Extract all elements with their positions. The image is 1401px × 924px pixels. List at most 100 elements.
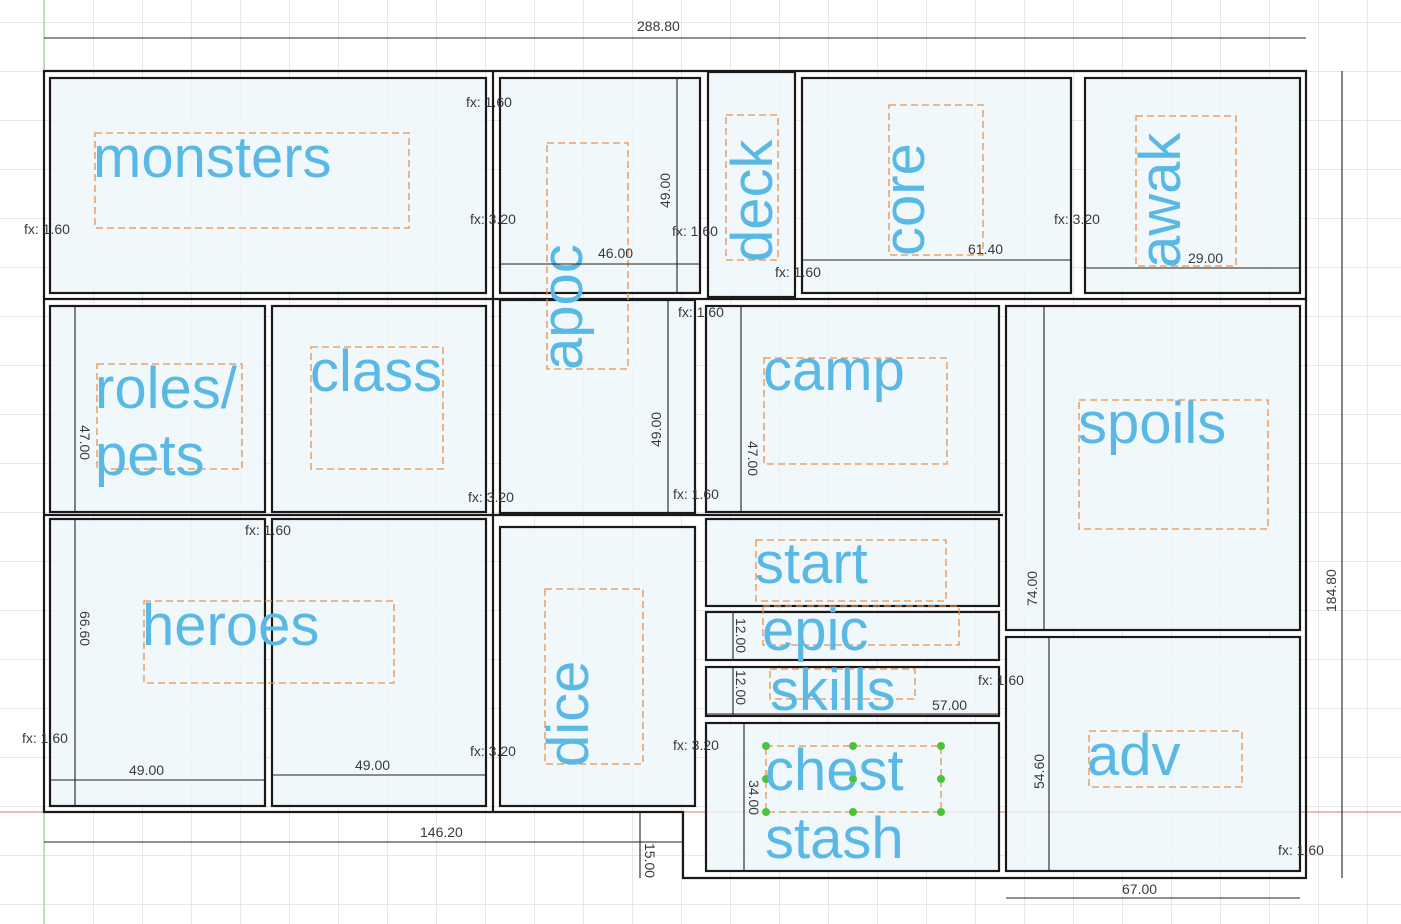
compartment-dice[interactable] — [498, 525, 697, 808]
text-box[interactable] — [1078, 399, 1269, 530]
constraint-label[interactable]: fx: 3.20 — [1054, 211, 1100, 227]
text-box[interactable] — [755, 539, 947, 602]
dimension[interactable]: 47.00 — [77, 425, 93, 460]
constraints: fx: 1.60 fx: 1.60 fx: 3.20 fx: 1.60 fx: … — [22, 94, 1324, 858]
constraint-label[interactable]: fx: 1.60 — [775, 264, 821, 280]
compartment-skills[interactable] — [704, 665, 1001, 718]
constraint-label[interactable]: fx: 1.60 — [978, 672, 1024, 688]
constraint-label[interactable]: fx: 1.60 — [24, 221, 70, 237]
label-apoc[interactable]: apoc — [530, 244, 595, 370]
dimension[interactable]: 12.00 — [733, 670, 749, 705]
label-roles[interactable]: roles/ — [95, 356, 238, 421]
handle-point[interactable] — [849, 742, 857, 750]
constraint-label[interactable]: fx: 1.60 — [672, 223, 718, 239]
handle-point[interactable] — [762, 775, 770, 783]
label-deck[interactable]: deck — [720, 138, 785, 262]
text-box[interactable] — [94, 132, 410, 229]
dimension[interactable]: 34.00 — [746, 780, 762, 815]
label-chest[interactable]: chest — [765, 738, 904, 803]
handle-point[interactable] — [937, 808, 945, 816]
text-box[interactable] — [763, 357, 948, 465]
compartment-spoils[interactable] — [1004, 304, 1302, 632]
label-dice[interactable]: dice — [536, 661, 601, 767]
compartment-apoc-bottom[interactable] — [498, 298, 697, 515]
text-box[interactable] — [769, 668, 916, 700]
dimension[interactable]: 61.40 — [968, 241, 1003, 257]
text-box[interactable] — [544, 588, 644, 765]
text-box[interactable] — [96, 363, 243, 470]
label-monsters[interactable]: monsters — [93, 125, 332, 190]
label-spoils[interactable]: spoils — [1078, 391, 1226, 456]
text-box[interactable] — [762, 605, 960, 646]
compartment-heroes-right[interactable] — [270, 517, 488, 808]
dimension[interactable]: 46.00 — [598, 245, 633, 261]
label-class[interactable]: class — [310, 339, 442, 404]
constraint-label[interactable]: fx: 1.60 — [1278, 842, 1324, 858]
dimension[interactable]: 49.00 — [657, 173, 673, 208]
compartment-heroes-left[interactable] — [48, 517, 267, 808]
compartment-core[interactable] — [800, 76, 1073, 295]
label-core[interactable]: core — [872, 143, 937, 256]
handle-point[interactable] — [937, 742, 945, 750]
selection-handles[interactable] — [762, 742, 945, 816]
dimension[interactable]: 12.00 — [733, 618, 749, 653]
handle-point[interactable] — [762, 808, 770, 816]
compartment-monsters[interactable] — [48, 76, 488, 295]
dimension-total-height[interactable]: 184.80 — [1323, 569, 1339, 612]
compartment-epic[interactable] — [704, 610, 1001, 662]
dimension[interactable]: 49.00 — [355, 757, 390, 773]
text-boxes[interactable] — [94, 104, 1269, 813]
dimension[interactable]: 47.00 — [745, 441, 761, 476]
text-box[interactable] — [310, 346, 444, 470]
constraint-label[interactable]: fx: 3.20 — [470, 743, 516, 759]
dimension[interactable]: 49.00 — [129, 762, 164, 778]
constraint-label[interactable]: fx: 1.60 — [22, 730, 68, 746]
constraint-label[interactable]: fx: 1.60 — [673, 486, 719, 502]
compartment-camp[interactable] — [704, 304, 1001, 514]
dimension[interactable]: 15.00 — [642, 843, 658, 878]
label-awak[interactable]: awak — [1128, 132, 1193, 268]
constraint-label[interactable]: fx: 1.60 — [245, 522, 291, 538]
dimension[interactable]: 67.00 — [1122, 881, 1157, 897]
label-skills[interactable]: skills — [770, 658, 896, 723]
label-adv[interactable]: adv — [1087, 723, 1181, 788]
dimension[interactable]: 49.00 — [648, 412, 664, 447]
compartment-roles-pets[interactable] — [48, 304, 267, 514]
dimension[interactable]: 54.60 — [1031, 754, 1047, 789]
text-box[interactable] — [888, 104, 984, 256]
text-box[interactable] — [1088, 730, 1243, 788]
dimension[interactable]: 29.00 — [1188, 250, 1223, 266]
constraint-label[interactable]: fx: 1.60 — [678, 304, 724, 320]
compartment-awak[interactable] — [1083, 76, 1302, 295]
dimension[interactable]: 57.00 — [932, 697, 967, 713]
label-camp[interactable]: camp — [763, 338, 905, 403]
handle-point[interactable] — [849, 808, 857, 816]
compartment-class[interactable] — [270, 304, 488, 514]
constraint-label[interactable]: fx: 3.20 — [468, 489, 514, 505]
handle-point[interactable] — [849, 775, 857, 783]
dimension[interactable]: 74.00 — [1024, 571, 1040, 606]
text-box[interactable] — [143, 600, 395, 684]
text-box[interactable] — [725, 114, 779, 261]
handle-point[interactable] — [762, 742, 770, 750]
constraint-label[interactable]: fx: 3.20 — [470, 211, 516, 227]
constraint-label[interactable]: fx: 3.20 — [673, 737, 719, 753]
compartment-adv[interactable] — [1004, 635, 1302, 873]
handle-point[interactable] — [937, 775, 945, 783]
text-box[interactable] — [546, 142, 629, 370]
label-epic[interactable]: epic — [762, 598, 868, 663]
label-heroes[interactable]: heroes — [142, 593, 319, 658]
dimension[interactable]: 66.60 — [77, 611, 93, 646]
compartment-start[interactable] — [704, 517, 1001, 608]
compartment-apoc-top[interactable] — [498, 76, 702, 295]
label-stash[interactable]: stash — [765, 806, 904, 871]
outer-frame[interactable] — [42, 69, 1308, 880]
label-pets[interactable]: pets — [95, 423, 205, 488]
constraint-label[interactable]: fx: 1.60 — [466, 94, 512, 110]
compartments[interactable] — [48, 70, 1302, 873]
label-start[interactable]: start — [755, 531, 868, 596]
dimension[interactable]: 146.20 — [420, 824, 463, 840]
dimension-total-width[interactable]: 288.80 — [637, 18, 680, 34]
text-box[interactable] — [1135, 115, 1237, 267]
